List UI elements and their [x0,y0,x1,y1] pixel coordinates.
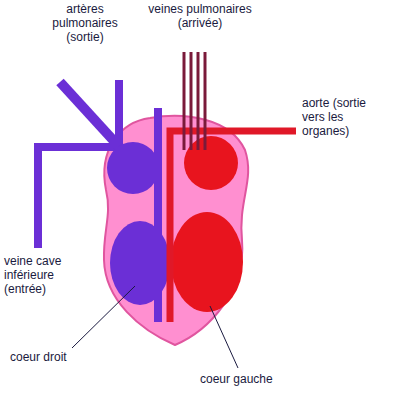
heart-outline [104,116,248,345]
aorta-vessel [170,131,296,322]
part-label: artères pulmonaires (sortie) [35,2,135,44]
part-label: veines pulmonaires (arrivée) [145,2,255,30]
pulmonary-trunk-vessel [154,108,162,322]
pulmonary-vein-vessel [183,52,186,150]
pulmonary-vein-vessel [190,52,193,150]
pulmonary-artery-vessel [60,82,124,152]
part-label: aorte (sortie vers les organes) [302,96,382,138]
leader-line [210,306,238,368]
right-atrium [107,142,159,194]
leader-line [72,286,135,348]
part-label: coeur gauche [200,372,320,386]
part-label: coeur droit [10,350,120,364]
part-label: veine cave inférieure (entrée) [4,254,84,296]
pulmonary-artery-vessel [115,80,123,150]
pulmonary-vein-vessel [197,52,200,150]
pulmonary-vein-vessel [204,52,207,150]
left-ventricle [171,212,243,312]
vena-cava-vessel [38,147,118,248]
